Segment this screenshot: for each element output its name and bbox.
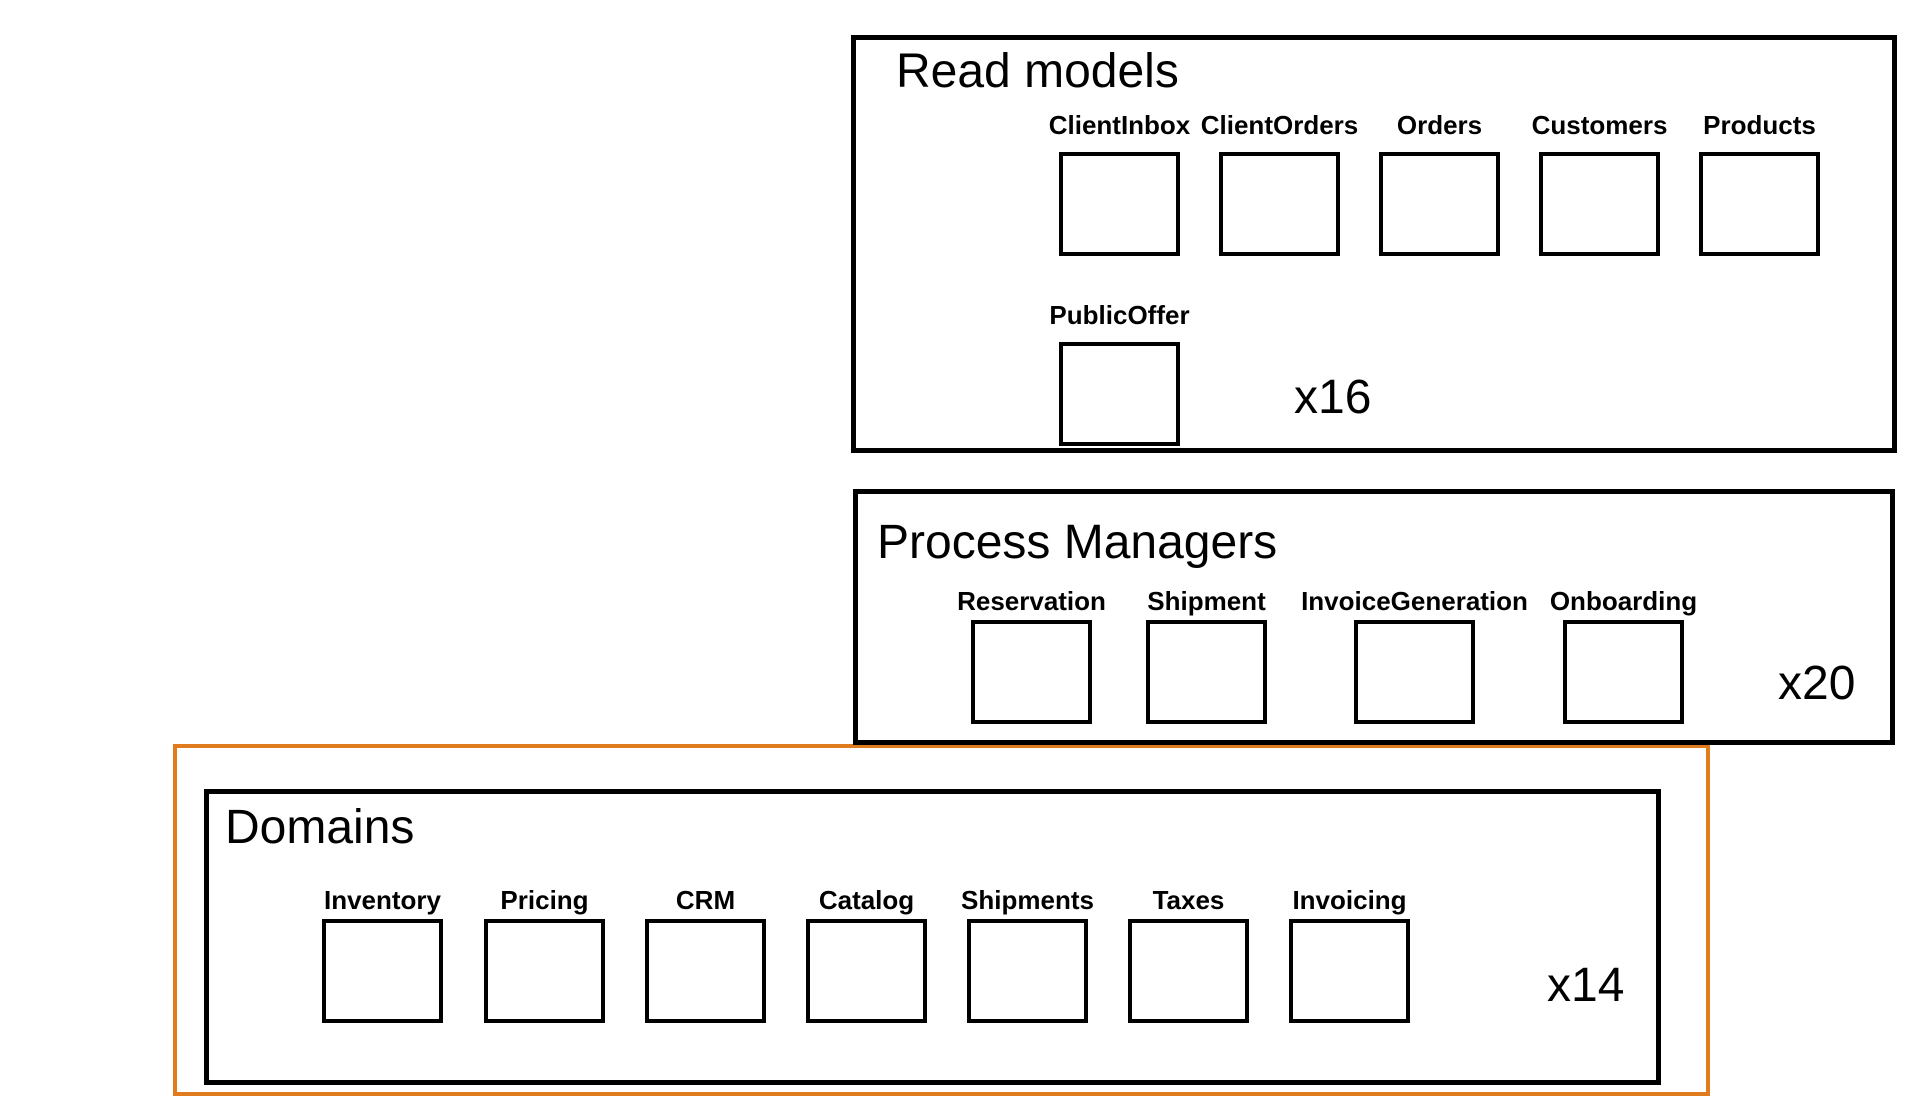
module-label: Inventory [323,885,442,915]
read-model-client-inbox: ClientInbox [1049,112,1190,266]
process-managers-group: Process Managers x20 Reservation Shipmen… [853,489,1895,745]
module-label: Invoicing [1292,885,1407,915]
module-box [484,919,605,1023]
module-box [1699,152,1820,256]
read-model-products: Products [1699,112,1820,266]
module-box [645,919,766,1023]
module-box [1379,152,1500,256]
module-label: Shipment [1147,586,1266,616]
process-manager-reservation: Reservation [957,588,1106,732]
domain-invoicing: Invoicing [1289,887,1410,1031]
domain-taxes: Taxes [1128,887,1249,1031]
module-box [967,919,1088,1023]
module-label: ClientInbox [1048,110,1191,140]
domains-title: Domains [225,801,415,854]
module-box [1289,919,1410,1023]
module-label: Pricing [500,885,589,915]
module-label: ClientOrders [1200,110,1359,140]
module-box [1563,620,1684,724]
module-label: Customers [1531,110,1668,140]
read-model-customers: Customers [1532,112,1667,266]
module-box [1059,342,1180,446]
module-box [1354,620,1475,724]
module-box [1539,152,1660,256]
process-manager-invoice-generation: InvoiceGeneration [1301,588,1528,732]
domain-pricing: Pricing [484,887,605,1031]
module-box [1059,152,1180,256]
process-manager-shipment: Shipment [1146,588,1267,732]
process-managers-title: Process Managers [877,516,1278,569]
module-box [1219,152,1340,256]
process-managers-multiplier: x20 [1778,657,1856,710]
read-models-multiplier: x16 [1294,371,1372,424]
domains-group: Domains x14 Inventory Pricing CRM Catalo… [204,789,1661,1085]
read-models-title: Read models [896,45,1179,98]
module-label: CRM [675,885,736,915]
read-model-client-orders: ClientOrders [1201,112,1358,266]
module-label: Onboarding [1549,586,1698,616]
read-model-orders: Orders [1379,112,1500,266]
domain-shipments: Shipments [961,887,1094,1031]
module-label: Products [1703,110,1816,140]
domain-crm: CRM [645,887,766,1031]
module-label: Catalog [818,885,915,915]
module-label: Orders [1396,110,1483,140]
module-label: PublicOffer [1049,300,1190,330]
read-model-public-offer: PublicOffer [1049,302,1190,456]
module-box [971,620,1092,724]
module-box [806,919,927,1023]
module-box [322,919,443,1023]
module-label: Reservation [957,586,1106,616]
module-label: Taxes [1152,885,1225,915]
module-box [1128,919,1249,1023]
domain-catalog: Catalog [806,887,927,1031]
module-box [1146,620,1267,724]
domain-inventory: Inventory [322,887,443,1031]
domains-multiplier: x14 [1547,959,1625,1012]
module-label: InvoiceGeneration [1301,586,1528,616]
module-label: Shipments [961,885,1094,915]
process-manager-onboarding: Onboarding [1550,588,1697,732]
read-models-group: Read models x16 ClientInbox ClientOrders… [851,35,1897,453]
